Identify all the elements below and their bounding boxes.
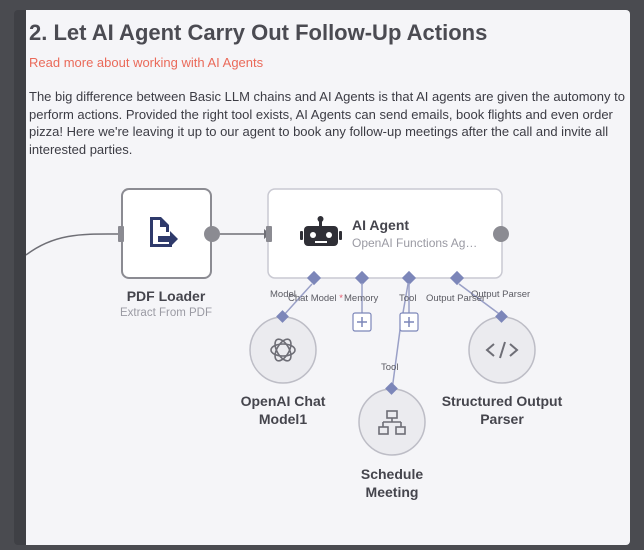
- openai-chat-node[interactable]: [249, 310, 317, 384]
- tool-port: [401, 270, 417, 286]
- pdf-loader-input-port: [118, 226, 124, 242]
- add-tool-button[interactable]: [399, 312, 419, 332]
- agent-sub-ports[interactable]: [306, 270, 465, 286]
- robot-icon: [300, 216, 342, 246]
- openai-port-label: Model: [270, 289, 296, 300]
- code-icon: [485, 341, 519, 359]
- ai-agent-subtitle: OpenAI Functions Agent: [352, 236, 482, 250]
- schedule-meeting-name: Schedule Meeting: [360, 466, 424, 500]
- schedule-port-label: Tool: [381, 362, 399, 373]
- ai-agent-node[interactable]: [266, 188, 509, 279]
- model-to-agent-connection: [282, 283, 313, 317]
- pdf-loader-node[interactable]: [118, 188, 220, 279]
- pdf-loader-name: PDF Loader: [126, 288, 206, 304]
- parser-to-agent-connection: [458, 283, 503, 317]
- agent-output-port: [493, 226, 509, 242]
- workflow-canvas: [26, 188, 536, 456]
- output-parser-node[interactable]: [468, 310, 536, 384]
- parser-node-port-label: Output Parser: [471, 289, 531, 300]
- memory-port: [354, 270, 370, 286]
- output-parser-name: Structured Output Parser: [441, 393, 563, 427]
- output-parser-port-label: Output Parser: [426, 293, 486, 304]
- agent-input-port: [266, 226, 272, 242]
- agents-doc-link[interactable]: Read more about working with AI Agents: [29, 55, 264, 70]
- openai-icon: [270, 338, 296, 362]
- pdf-loader-subtitle: Extract From PDF: [119, 307, 212, 319]
- memory-port-label: Memory: [344, 293, 379, 304]
- network-icon: [378, 410, 406, 435]
- chat-model-port: [306, 270, 322, 286]
- openai-chat-name: OpenAI Chat Model1: [240, 393, 326, 427]
- sticky-note[interactable]: 2. Let AI Agent Carry Out Follow-Up Acti…: [14, 10, 630, 545]
- file-export-icon: [150, 217, 178, 247]
- output-parser-port: [449, 270, 465, 286]
- ai-agent-name: AI Agent: [352, 217, 410, 233]
- tool-port-label: Tool: [399, 293, 417, 304]
- add-memory-button[interactable]: [352, 312, 372, 332]
- incoming-connection: [26, 233, 122, 256]
- note-description: The big difference between Basic LLM cha…: [29, 89, 625, 157]
- chat-model-port-label: Chat Model *: [288, 293, 343, 304]
- note-title: 2. Let AI Agent Carry Out Follow-Up Acti…: [29, 20, 488, 45]
- pdf-loader-output-port: [204, 226, 220, 242]
